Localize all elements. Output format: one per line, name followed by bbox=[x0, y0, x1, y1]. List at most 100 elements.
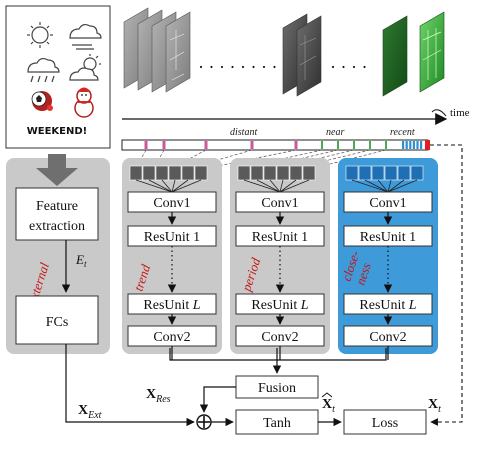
distant-label: distant bbox=[230, 127, 257, 138]
input-link-1 bbox=[256, 179, 281, 193]
resunit1-label: ResUnit 1 bbox=[252, 230, 308, 245]
timeline-ticks bbox=[144, 141, 423, 149]
input-frame-2 bbox=[263, 165, 277, 181]
wind-cloud-icon bbox=[69, 23, 102, 50]
input-frame-3 bbox=[168, 165, 182, 181]
input-frame-5 bbox=[302, 165, 316, 181]
tick-distant-4 bbox=[294, 141, 298, 149]
conv2-label: Conv2 bbox=[369, 330, 406, 345]
tick-recent-0 bbox=[402, 141, 405, 149]
resunitL-label: ResUnit L bbox=[251, 298, 308, 313]
tick-distant-2 bbox=[204, 141, 208, 149]
resunitL-label: ResUnit L bbox=[359, 298, 416, 313]
tick-distant-3 bbox=[250, 141, 254, 149]
input-link-1 bbox=[148, 179, 173, 193]
tick-recent-1 bbox=[405, 141, 408, 149]
input-frame-3 bbox=[276, 165, 290, 181]
x-hat-label: Xt bbox=[322, 397, 335, 415]
fan-trend-3 bbox=[189, 149, 253, 169]
ground-truth-dashed bbox=[430, 144, 463, 426]
time-label: time bbox=[450, 107, 470, 119]
fcs-label: FCs bbox=[46, 315, 69, 330]
connectors bbox=[65, 344, 387, 427]
sum-node bbox=[196, 414, 212, 430]
input-link-2 bbox=[269, 179, 281, 193]
frames-distant bbox=[123, 7, 191, 93]
snowman-icon bbox=[74, 87, 94, 118]
input-frame-2 bbox=[371, 165, 385, 181]
sun-cloud-icon bbox=[69, 54, 101, 81]
external-icon-panel: WEEKEND! bbox=[5, 5, 111, 149]
input-frame-0 bbox=[345, 165, 359, 181]
tick-recent-4 bbox=[416, 141, 419, 149]
conv1-label: Conv1 bbox=[153, 196, 190, 211]
x-ext-label: XExt bbox=[78, 403, 102, 421]
input-link-5 bbox=[387, 179, 418, 193]
hat-accent bbox=[321, 392, 333, 398]
feature-extraction-box bbox=[15, 187, 99, 241]
conv2-label: Conv2 bbox=[153, 330, 190, 345]
input-link-3 bbox=[387, 179, 392, 193]
timeline-bar bbox=[121, 139, 429, 151]
input-link-0 bbox=[243, 179, 281, 193]
feature-extraction-line1: Feature bbox=[36, 199, 78, 214]
conv1-label: Conv1 bbox=[369, 196, 406, 211]
dots-2: · · · · bbox=[330, 57, 367, 77]
tick-near-1 bbox=[337, 141, 339, 149]
input-frame-0 bbox=[237, 165, 251, 181]
fusion-label: Fusion bbox=[258, 381, 296, 396]
resunitL-label: ResUnit L bbox=[143, 298, 200, 313]
loss-block: Loss bbox=[343, 409, 427, 435]
recent-label: recent bbox=[390, 127, 415, 138]
input-frame-1 bbox=[250, 165, 264, 181]
input-link-2 bbox=[377, 179, 389, 193]
input-link-4 bbox=[387, 179, 405, 193]
frames-recent bbox=[382, 11, 445, 97]
down-arrow-icon bbox=[36, 154, 78, 186]
tick-distant-1 bbox=[162, 141, 166, 149]
tick-near-0 bbox=[321, 141, 323, 149]
tanh-label: Tanh bbox=[263, 416, 291, 431]
input-link-3 bbox=[279, 179, 284, 193]
input-link-1 bbox=[364, 179, 389, 193]
fan-period-3 bbox=[295, 149, 371, 169]
tanh-block: Tanh bbox=[235, 409, 319, 435]
external-branch: Feature extraction Et external FCs bbox=[6, 154, 110, 354]
weekend-label: WEEKEND! bbox=[27, 126, 88, 137]
fusion-block: Fusion bbox=[235, 375, 319, 399]
near-label: near bbox=[326, 127, 344, 138]
tick-near-3 bbox=[369, 141, 371, 149]
sun-icon bbox=[27, 22, 53, 48]
tick-distant-0 bbox=[144, 141, 148, 149]
feature-extraction-line2: extraction bbox=[29, 219, 85, 234]
x-res-label: XRes bbox=[146, 387, 171, 405]
input-link-0 bbox=[135, 179, 173, 193]
current-marker bbox=[425, 140, 430, 150]
loss-label: Loss bbox=[372, 416, 398, 431]
input-frame-5 bbox=[194, 165, 208, 181]
soccer-ball-icon bbox=[31, 91, 53, 111]
input-link-2 bbox=[161, 179, 173, 193]
input-frame-1 bbox=[358, 165, 372, 181]
fcs-box bbox=[15, 295, 99, 345]
rain-cloud-icon bbox=[27, 57, 60, 83]
resunit1-label: ResUnit 1 bbox=[360, 230, 416, 245]
input-frame-2 bbox=[155, 165, 169, 181]
input-frame-4 bbox=[181, 165, 195, 181]
tick-near-4 bbox=[385, 141, 387, 149]
input-link-0 bbox=[351, 179, 389, 193]
conv2-label: Conv2 bbox=[261, 330, 298, 345]
input-frame-0 bbox=[129, 165, 143, 181]
frame-stacks: · · · · · · · · · · · · bbox=[123, 7, 445, 97]
x-t-label: Xt bbox=[428, 397, 441, 415]
input-link-3 bbox=[171, 179, 176, 193]
input-frame-1 bbox=[142, 165, 156, 181]
input-frame-3 bbox=[384, 165, 398, 181]
input-link-4 bbox=[171, 179, 189, 193]
tick-recent-2 bbox=[409, 141, 412, 149]
input-frame-4 bbox=[289, 165, 303, 181]
side-tag-closeness-2: ness bbox=[353, 261, 374, 287]
